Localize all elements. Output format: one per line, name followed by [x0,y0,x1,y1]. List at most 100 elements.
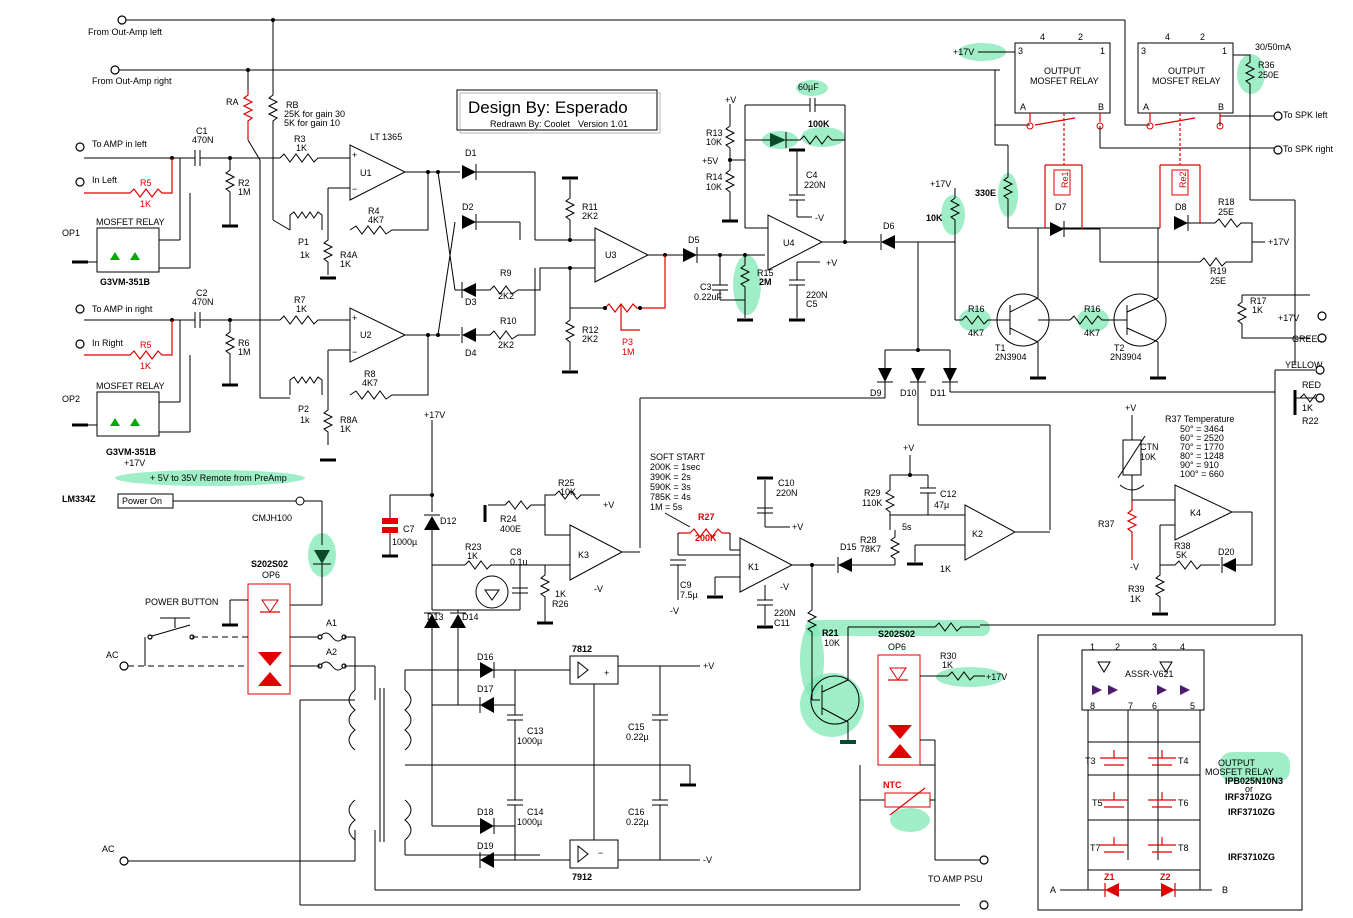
svg-text:590K = 3s: 590K = 3s [650,482,691,492]
svg-text:IRF3710ZG: IRF3710ZG [1228,852,1275,862]
svg-text:A2: A2 [326,647,337,657]
svg-text:R5: R5 [140,178,152,188]
svg-text:K1: K1 [748,562,759,572]
svg-text:R4A: R4A [340,250,358,260]
svg-text:R5: R5 [140,340,152,350]
svg-text:+V: +V [792,522,803,532]
svg-text:C3: C3 [700,282,712,292]
svg-text:785K = 4s: 785K = 4s [650,492,691,502]
svg-text:R13: R13 [706,128,723,138]
svg-text:K4: K4 [1190,508,1201,518]
svg-text:R7: R7 [294,295,306,305]
svg-text:MOSFET RELAY: MOSFET RELAY [1152,76,1221,86]
svg-text:5K for gain 10: 5K for gain 10 [284,118,340,128]
svg-text:OP6: OP6 [888,642,906,652]
svg-text:or: or [1245,784,1253,794]
svg-text:D18: D18 [477,807,494,817]
svg-text:D13: D13 [427,612,444,622]
svg-text:T3: T3 [1085,756,1096,766]
svg-text:To SPK left: To SPK left [1283,110,1328,120]
svg-text:R11: R11 [582,202,598,212]
svg-text:1K: 1K [296,143,307,153]
svg-text:P1: P1 [298,237,309,247]
svg-text:3: 3 [1141,46,1146,56]
power-section: LM334Z + 5V to 35V Remote from PreAmp Po… [62,473,960,906]
svg-text:7: 7 [1128,701,1133,711]
svg-text:4: 4 [1180,642,1185,652]
svg-text:4K7: 4K7 [1084,328,1100,338]
svg-text:R8: R8 [364,369,376,379]
svg-text:330E: 330E [975,188,996,198]
svg-text:R29: R29 [864,488,881,498]
svg-text:D20: D20 [1218,547,1235,557]
svg-text:OUTPUT: OUTPUT [1168,66,1206,76]
svg-text:IRF3710ZG: IRF3710ZG [1228,807,1275,817]
svg-text:C13: C13 [527,726,544,736]
svg-text:U2: U2 [360,330,372,340]
svg-text:R39: R39 [1128,584,1145,594]
svg-text:4: 4 [1165,32,1170,42]
svg-text:47µ: 47µ [934,500,949,510]
svg-text:Re2: Re2 [1178,171,1188,188]
svg-text:LM334Z: LM334Z [62,494,96,504]
svg-text:AC: AC [102,844,115,854]
svg-text:T7: T7 [1090,843,1101,853]
svg-text:10K: 10K [560,487,576,497]
svg-text:220N: 220N [776,488,798,498]
svg-text:D6: D6 [883,221,895,231]
svg-text:-V: -V [670,606,679,616]
svg-text:D2: D2 [462,202,474,212]
svg-text:U3: U3 [605,250,617,260]
svg-text:OP1: OP1 [62,228,80,238]
svg-text:2K2: 2K2 [582,211,598,221]
svg-text:1M: 1M [622,347,635,357]
svg-text:R18: R18 [1218,197,1235,207]
svg-text:T5: T5 [1092,798,1103,808]
svg-text:7812: 7812 [572,644,592,654]
svg-text:R22: R22 [1302,416,1319,426]
svg-text:1k: 1k [300,415,310,425]
svg-text:C9: C9 [680,580,692,590]
svg-text:C5: C5 [806,299,818,309]
svg-text:R12: R12 [582,325,599,335]
svg-text:1K: 1K [1130,594,1141,604]
svg-text:R26: R26 [552,599,569,609]
svg-text:C10: C10 [778,478,795,488]
svg-text:+V: +V [1125,403,1136,413]
svg-text:+: + [352,150,357,160]
svg-text:T2: T2 [1114,343,1125,353]
svg-text:SOFT START: SOFT START [650,452,706,462]
svg-text:B: B [1098,102,1104,112]
svg-text:CTN: CTN [1140,442,1159,452]
svg-text:YELLOW: YELLOW [1285,360,1323,370]
version: Version 1.01 [578,119,628,129]
svg-text:R38: R38 [1174,541,1191,551]
svg-text:-V: -V [815,213,824,223]
svg-text:2K2: 2K2 [498,291,514,301]
svg-text:1: 1 [1222,46,1227,56]
svg-text:4K7: 4K7 [362,378,378,388]
svg-text:2N3904: 2N3904 [995,352,1027,362]
svg-text:Z2: Z2 [1160,872,1171,882]
svg-text:10K: 10K [1140,452,1156,462]
svg-text:D17: D17 [477,684,494,694]
svg-text:50° = 3464: 50° = 3464 [1180,424,1224,434]
svg-text:D7: D7 [1055,202,1067,212]
svg-text:MOSFET RELAY: MOSFET RELAY [96,381,165,391]
svg-text:+V: +V [703,661,714,671]
svg-text:+ 5V to 35V Remote from PreAm: + 5V to 35V Remote from PreAmp [150,473,287,483]
terminal-out-amp-right: From Out-Amp right [92,76,172,86]
svg-text:+17V: +17V [1268,237,1289,247]
svg-text:+17V: +17V [986,672,1007,682]
title-block: Design By: Esperado Redrawn By: Coolet V… [456,89,661,134]
svg-text:1: 1 [1100,46,1105,56]
svg-text:AC: AC [106,650,119,660]
